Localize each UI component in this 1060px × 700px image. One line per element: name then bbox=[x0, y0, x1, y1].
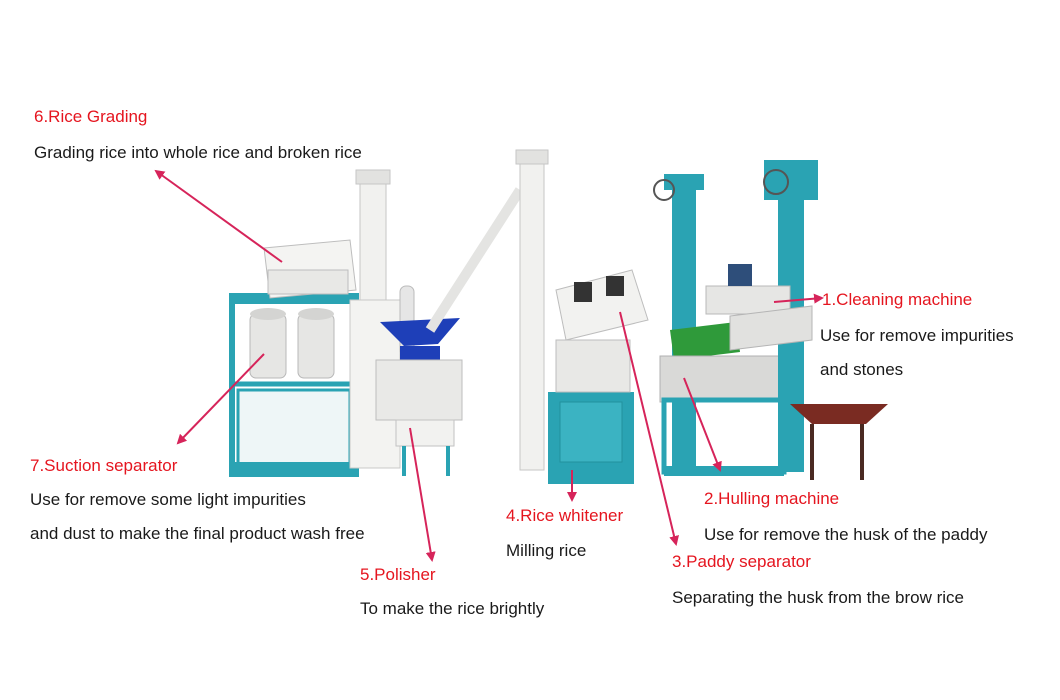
arrow-hulling-machine bbox=[683, 377, 722, 472]
paddy-separator-description: Separating the husk from the brow rice bbox=[672, 588, 964, 607]
arrow-polisher bbox=[409, 427, 436, 562]
suction-separator-title: 7.Suction separator bbox=[30, 456, 178, 475]
rice-whitener-description: Milling rice bbox=[506, 541, 587, 560]
suction-separator-description-line1: Use for remove some light impurities bbox=[30, 490, 306, 509]
arrow-cleaning-machine bbox=[773, 293, 824, 304]
arrow-paddy-separator bbox=[619, 311, 679, 546]
rice-grading-description: Grading rice into whole rice and broken … bbox=[34, 143, 362, 162]
arrow-rice-grading bbox=[154, 169, 283, 263]
rice-grading-title: 6.Rice Grading bbox=[34, 107, 148, 126]
cleaning-machine-title: 1.Cleaning machine bbox=[822, 290, 973, 309]
polisher-machine bbox=[375, 187, 525, 476]
polisher-title: 5.Polisher bbox=[360, 565, 436, 584]
cleaning-machine-description-line1: Use for remove impurities bbox=[820, 326, 1014, 345]
arrows bbox=[154, 169, 824, 562]
suction-separator-frame bbox=[229, 293, 359, 477]
arrow-suction-separator bbox=[176, 353, 265, 445]
whitener-elevator bbox=[515, 149, 549, 471]
grading-sieve bbox=[263, 239, 357, 299]
rice-whitener-machine bbox=[548, 269, 649, 484]
rice-whitener-title: 4.Rice whitener bbox=[506, 506, 624, 525]
hulling-machine-description: Use for remove the husk of the paddy bbox=[704, 525, 988, 544]
suction-cyclones bbox=[249, 308, 335, 379]
paddy-separator-title: 3.Paddy separator bbox=[672, 552, 811, 571]
suction-separator-description-line2: and dust to make the final product wash … bbox=[30, 524, 365, 543]
cleaning-machine bbox=[705, 160, 888, 480]
grading-elevator bbox=[349, 169, 401, 469]
cleaning-machine-description-line2: and stones bbox=[820, 360, 904, 379]
hulling-machine-title: 2.Hulling machine bbox=[704, 489, 840, 508]
polisher-description: To make the rice brightly bbox=[360, 599, 545, 618]
